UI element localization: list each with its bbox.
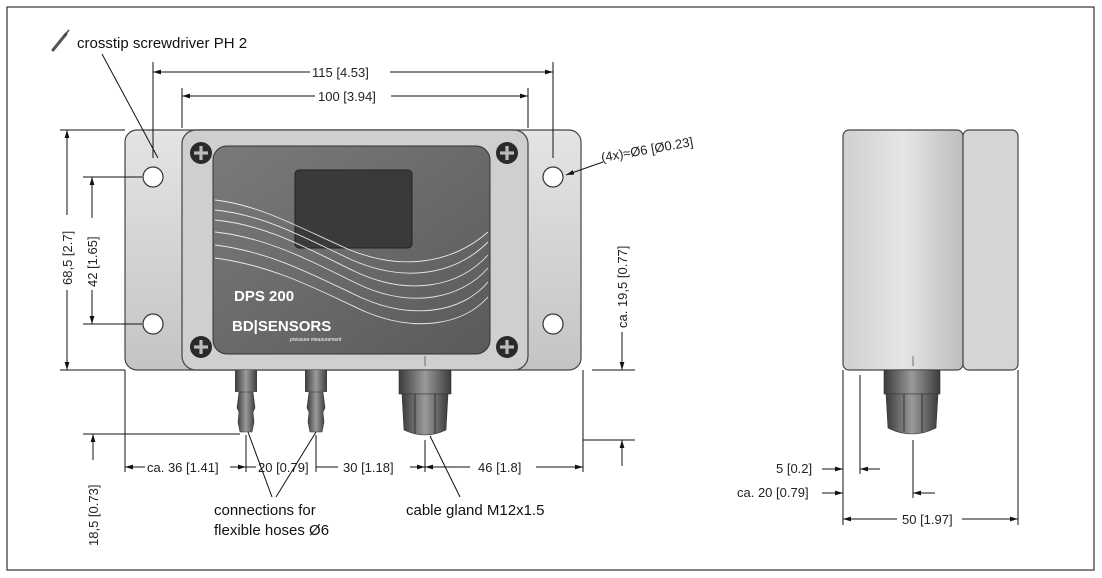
dim-side-50: 50 [1.97] (902, 512, 953, 527)
display-window (294, 169, 413, 249)
dim-width-outer: 115 [4.53] (312, 65, 369, 80)
side-gland (883, 369, 941, 435)
cover-swoosh (214, 199, 489, 325)
dim-width-inner: 100 [3.94] (318, 89, 376, 104)
leader-hose-2 (275, 431, 317, 498)
hose-connector-1 (235, 370, 257, 433)
dim-right-offset: 46 [1.8] (478, 460, 521, 475)
side-lid (962, 129, 1019, 371)
dim-holes: (4x)≈Ø6 [Ø0.23] (600, 134, 694, 165)
callout-hoses-line1: connections for (214, 502, 316, 519)
front-view: DPS 200 BD|SENSORS pressure measurement (124, 129, 582, 436)
callout-hoses-line2: flexible hoses Ø6 (214, 522, 329, 539)
leader-gland (429, 435, 461, 498)
hose-connector-2 (305, 370, 327, 433)
mounting-holes (142, 166, 564, 335)
brand-label: BD|SENSORS (232, 318, 331, 335)
leader-screwdriver (101, 53, 159, 159)
screwdriver-icon (51, 29, 70, 52)
dim-side-20: ca. 20 [0.79] (737, 485, 809, 500)
side-dimensions: 5 [0.2] ca. 20 [0.79] 50 [1.97] (737, 370, 1019, 527)
cable-gland (398, 369, 452, 436)
dim-gland-pitch: 30 [1.18] (343, 460, 394, 475)
dim-hose-pitch: 20 [0.79] (258, 460, 309, 475)
leader-hose-1 (247, 431, 273, 498)
model-label: DPS 200 (234, 288, 294, 305)
dim-side-5: 5 [0.2] (776, 461, 812, 476)
front-cover (212, 145, 491, 355)
dim-hose-length: 18,5 [0.73] (86, 485, 101, 546)
side-housing (842, 129, 964, 371)
dim-hole-pitch: 42 [1.65] (85, 236, 100, 287)
drawing-frame (6, 6, 1095, 571)
dim-base-offset: ca. 19,5 [0.77] (615, 246, 630, 328)
brand-sub-label: pressure measurement (289, 337, 342, 343)
callouts: crosstip screwdriver PH 2 connections fo… (51, 29, 544, 539)
dim-left-offset: ca. 36 [1.41] (147, 460, 219, 475)
dim-height-total: 68,5 [2.7] (60, 231, 75, 285)
callout-gland: cable gland M12x1.5 (406, 502, 544, 519)
callout-screwdriver: crosstip screwdriver PH 2 (77, 35, 247, 52)
front-dimensions: 115 [4.53] 100 [3.94] (4x)≈Ø6 [Ø0.23] 68… (60, 62, 694, 546)
side-view (842, 129, 1019, 435)
lid-screws (190, 142, 518, 358)
